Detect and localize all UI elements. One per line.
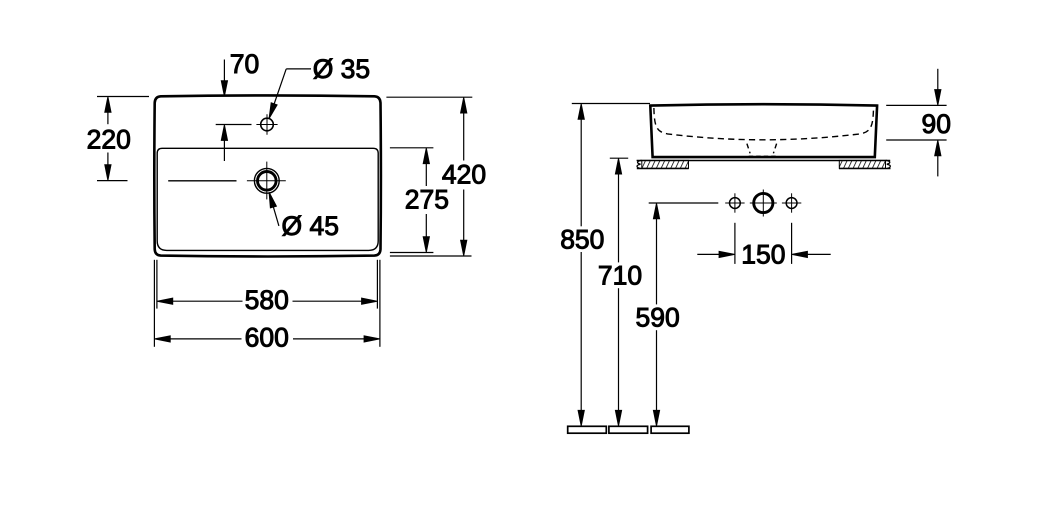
svg-text:710: 710 — [598, 261, 642, 291]
svg-text:600: 600 — [245, 322, 289, 352]
svg-text:220: 220 — [87, 124, 131, 154]
svg-text:580: 580 — [245, 285, 289, 315]
svg-text:590: 590 — [636, 303, 680, 333]
svg-text:275: 275 — [405, 185, 449, 215]
svg-text:Ø 45: Ø 45 — [282, 211, 339, 241]
svg-text:Ø 35: Ø 35 — [313, 54, 370, 84]
svg-text:150: 150 — [741, 239, 785, 269]
svg-text:850: 850 — [560, 225, 604, 255]
svg-text:420: 420 — [442, 160, 486, 190]
svg-text:70: 70 — [230, 49, 259, 79]
svg-text:90: 90 — [922, 109, 951, 139]
